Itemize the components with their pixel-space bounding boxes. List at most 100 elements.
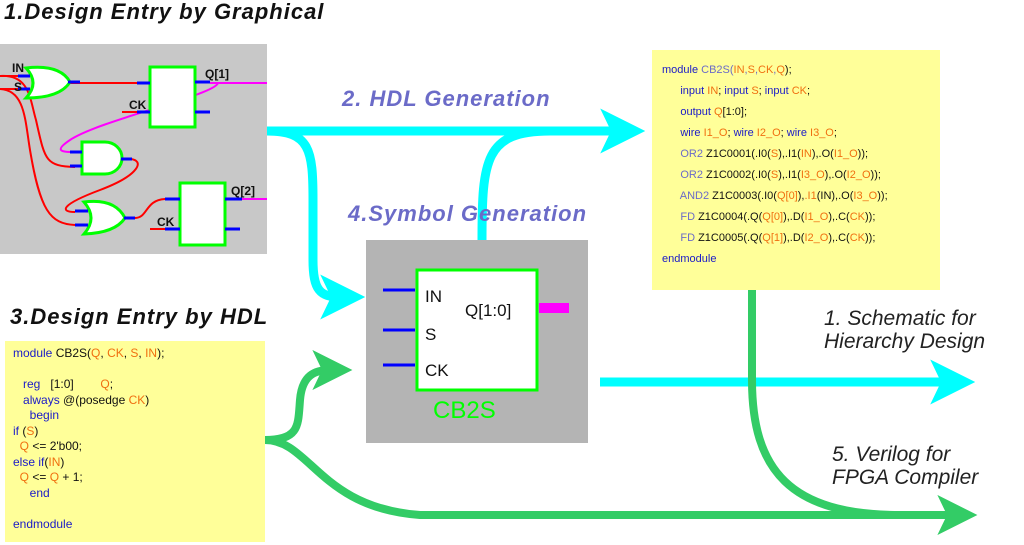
code-token: ( [22,423,27,438]
code-token [13,470,20,484]
symbol-block: IN S CK Q[1:0] CB2S [366,240,588,443]
symbol-name: CB2S [433,397,496,424]
code-token: I3_O [810,127,834,139]
label-ck-1: CK [129,98,147,112]
code-line: begin [13,408,265,424]
green-flow [264,290,978,535]
hdl-to-verilog-arrow [264,436,978,535]
code-token: if [13,423,23,438]
code-token [662,106,680,118]
label-ck-2: CK [157,215,175,229]
code-token: , [754,64,759,76]
code-token: CK [758,64,774,76]
code-token [662,127,680,139]
code-token: I3_O [853,190,878,202]
code-line: endmodule [662,249,940,270]
heading-hdl-entry: 3.Design Entry by HDL [10,304,269,329]
code-token: Q [100,377,110,391]
code-token: CB2S( [701,64,734,76]
code-token [662,148,680,160]
code-token: Q [19,470,30,484]
code-line: reg [1:0] Q; [13,377,265,393]
code-line: module CB2S(IN,S,CK,Q); [662,60,940,81]
code-token: Q [776,64,785,76]
code-token: IN [145,346,158,360]
and-gate [80,140,124,176]
generated-hdl-code: module CB2S(IN,S,CK,Q); input IN; input … [652,50,940,290]
code-line [13,501,265,517]
code-token: OR2 [680,169,707,181]
or-gate-2 [80,199,127,236]
code-token: , [100,346,108,360]
code-token: .I1 [804,190,817,202]
code-token: I2_O [846,169,871,181]
code-token: S [770,169,779,181]
code-token: )); [877,190,888,202]
code-token: I3_O [800,169,825,181]
code-line: endmodule [13,517,265,533]
code-token [13,439,20,453]
code-token: Q[0] [762,211,784,223]
code-token: CK [791,85,807,97]
label-verilog-output: 5. Verilog for FPGA Compiler [832,443,978,489]
code-token: wire [680,127,704,139]
code-token: Z1C0001(.I0( [706,148,771,160]
hdl-to-symbol-arrow [264,350,353,444]
symbol-generation-arrow [266,126,366,320]
code-token: Q [713,106,723,118]
code-token: IN [800,148,812,160]
code-token: S [747,64,755,76]
label-in: IN [12,61,24,75]
symbol-to-hdl-merge [477,126,551,241]
code-line: end [13,486,265,502]
code-line [13,362,265,378]
code-token: Q[0] [776,190,798,202]
label-s: S [14,80,22,94]
code-line: OR2 Z1C0001(.I0(S),.I1(IN),.O(I1_O)); [662,144,940,165]
label-q1: Q[1] [205,67,229,81]
code-token: ; [727,127,734,139]
code-line: if (S) [13,424,265,440]
code-token: ; [780,127,787,139]
code-token: begin [29,408,60,422]
code-token: , [744,64,748,76]
code-token: I1_O [703,127,728,139]
code-token: reg [23,377,41,391]
code-token: IN [707,85,719,97]
pin-s: S [425,325,436,344]
code-token [662,211,680,223]
generated-hdl-to-verilog [748,290,901,519]
code-token: , [138,346,146,360]
hdl-entry-code: module CB2S(Q, CK, S, IN); reg [1:0] Q; … [5,341,265,542]
code-line: module CB2S(Q, CK, S, IN); [13,346,265,362]
code-token: ),.C( [828,211,850,223]
code-token: )); [865,232,876,244]
code-token: module [13,346,56,360]
code-token: module [662,64,702,76]
code-token [13,377,23,391]
code-token: Q [91,346,101,360]
symbol-body [415,268,539,392]
code-line: FD Z1C0004(.Q(Q[0]),.D(I1_O),.C(CK)); [662,207,940,228]
code-token: wire [786,127,811,139]
code-token: ), [797,190,805,202]
code-token: [1:0]; [722,106,748,118]
code-token: ),.I1( [778,169,801,181]
schematic-line-1: 1. Schematic for [824,307,976,330]
code-token: always [23,392,64,407]
code-token: ; [806,85,811,97]
heading-graphical-entry: 1.Design Entry by Graphical [4,0,325,24]
code-token: AND2 [679,190,713,202]
label-schematic-output: 1. Schematic for Hierarchy Design [824,307,985,353]
code-token: ( [44,454,49,469]
code-token [13,408,30,422]
code-token: Z1C0002(.I0( [706,169,771,181]
code-token: Z1C0003(.I0( [712,190,777,202]
code-token: ; [833,127,837,139]
code-token: Q [19,439,30,453]
code-token: ) [60,454,65,469]
code-line: AND2 Z1C0003(.I0(Q[0]),.I1(IN),.O(I3_O))… [662,186,940,207]
label-q2: Q[2] [231,184,255,198]
code-token: ),.D( [783,232,805,244]
code-token: CB2S( [55,346,92,360]
